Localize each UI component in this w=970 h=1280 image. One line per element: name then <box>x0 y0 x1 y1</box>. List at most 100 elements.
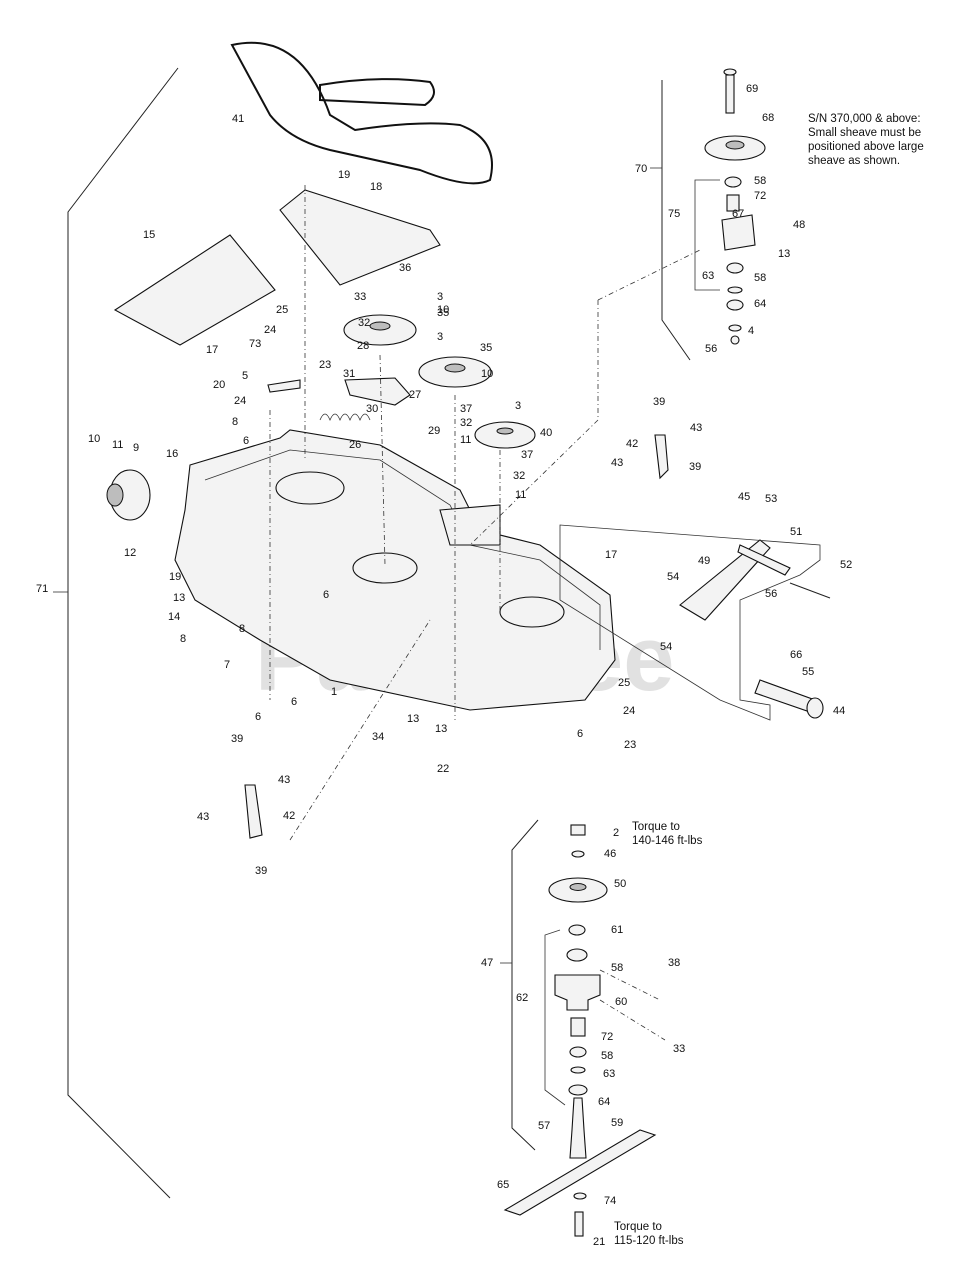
part-label: 49 <box>698 555 710 567</box>
part-label: 9 <box>133 442 139 454</box>
housing-60 <box>554 974 601 1011</box>
part-label: 18 <box>370 181 382 193</box>
seal-64-bottom <box>568 1084 588 1096</box>
dash-line-33 <box>599 999 666 1041</box>
part-label: 24 <box>623 705 635 717</box>
spacer-72-top <box>726 194 740 212</box>
part-label: 6 <box>291 696 297 708</box>
part-label: 12 <box>124 547 136 559</box>
shield-15 <box>113 234 276 346</box>
part-label: 8 <box>232 416 238 428</box>
part-label: 58 <box>601 1050 613 1062</box>
part-label: 56 <box>765 588 777 600</box>
part-label: 51 <box>790 526 802 538</box>
washer-46 <box>571 850 585 858</box>
part-label: 36 <box>399 262 411 274</box>
note-sn-line-3: positioned above large <box>808 141 924 153</box>
pulley-35a-hub <box>369 321 391 331</box>
bearing-58-lower <box>569 1046 587 1058</box>
part-label: 8 <box>239 623 245 635</box>
part-label: 45 <box>738 491 750 503</box>
part-label: 43 <box>611 457 623 469</box>
part-label: 71 <box>36 583 48 595</box>
part-label: 60 <box>615 996 627 1008</box>
part-label: 34 <box>372 731 384 743</box>
ring-63 <box>727 286 743 294</box>
bracket-20 <box>267 379 301 393</box>
spring-26 <box>319 413 371 422</box>
part-label: 63 <box>702 270 714 282</box>
spacer-72-bottom <box>570 1017 586 1037</box>
note-torque-bottom-line-2: 115-120 ft-lbs <box>614 1235 684 1247</box>
blade-65 <box>503 1129 657 1216</box>
part-label: 37 <box>521 449 533 461</box>
bracket-42-bottom <box>244 784 263 839</box>
part-label: 43 <box>197 811 209 823</box>
shield-18 <box>279 189 441 286</box>
part-label: 10 <box>437 304 449 316</box>
part-label: 44 <box>833 705 845 717</box>
part-label: 74 <box>604 1195 616 1207</box>
ring-63-bottom <box>570 1066 586 1074</box>
part-label: 58 <box>754 272 766 284</box>
part-label: 3 <box>515 400 521 412</box>
idler-arm-27 <box>344 377 411 406</box>
shaft-57 <box>569 1097 587 1159</box>
bracket-71 <box>67 67 179 1199</box>
part-label: 50 <box>614 878 626 890</box>
part-label: 43 <box>690 422 702 434</box>
part-label: 41 <box>232 113 244 125</box>
part-label: 62 <box>516 992 528 1004</box>
part-label: 1 <box>331 686 337 698</box>
part-label: 32 <box>460 417 472 429</box>
part-label: 59 <box>611 1117 623 1129</box>
bearing-58-top <box>724 176 742 188</box>
part-label: 25 <box>276 304 288 316</box>
wheel-9-hub <box>106 483 124 507</box>
nut-2 <box>570 824 586 836</box>
part-label: 39 <box>689 461 701 473</box>
note-sn-line-4: sheave as shown. <box>808 155 900 167</box>
part-label: 3 <box>437 291 443 303</box>
note-sn-line-2: Small sheave must be <box>808 127 921 139</box>
bracket-42-top <box>654 434 669 480</box>
part-label: 11 <box>112 439 123 451</box>
part-label: 32 <box>358 317 370 329</box>
housing-67 <box>721 214 756 251</box>
part-label: 17 <box>206 344 218 356</box>
spindle-hole-right <box>499 596 565 628</box>
spindle-hole-center <box>352 552 418 584</box>
part-label: 4 <box>748 325 754 337</box>
part-label: 2 <box>613 827 619 839</box>
part-label: 13 <box>173 592 185 604</box>
note-torque-top-line-1: Torque to <box>632 821 680 833</box>
bracket-70 <box>661 80 691 361</box>
part-label: 6 <box>577 728 583 740</box>
part-label: 14 <box>168 611 180 623</box>
part-label: 46 <box>604 848 616 860</box>
note-torque-top-line-2: 140-146 ft-lbs <box>632 835 703 847</box>
part-label: 55 <box>802 666 814 678</box>
rod-55 <box>754 679 816 713</box>
part-label: 23 <box>319 359 331 371</box>
part-label: 20 <box>213 379 225 391</box>
part-label: 32 <box>513 470 525 482</box>
part-label: 56 <box>705 343 717 355</box>
part-label: 68 <box>762 112 774 124</box>
part-label: 48 <box>793 219 805 231</box>
part-label: 33 <box>354 291 366 303</box>
part-label: 43 <box>278 774 290 786</box>
washer-74 <box>573 1192 587 1200</box>
dash-line-38 <box>599 969 661 1001</box>
part-label: 67 <box>732 208 744 220</box>
note-torque-bottom-line-1: Torque to <box>614 1221 662 1233</box>
part-label: 25 <box>618 677 630 689</box>
part-label: 31 <box>343 368 355 380</box>
bearing-58-mid <box>726 262 744 274</box>
part-label: 69 <box>746 83 758 95</box>
deck-cover <box>439 504 501 546</box>
bolt-69 <box>725 74 735 114</box>
part-label: 75 <box>668 208 680 220</box>
part-label: 63 <box>603 1068 615 1080</box>
part-label: 16 <box>166 448 178 460</box>
